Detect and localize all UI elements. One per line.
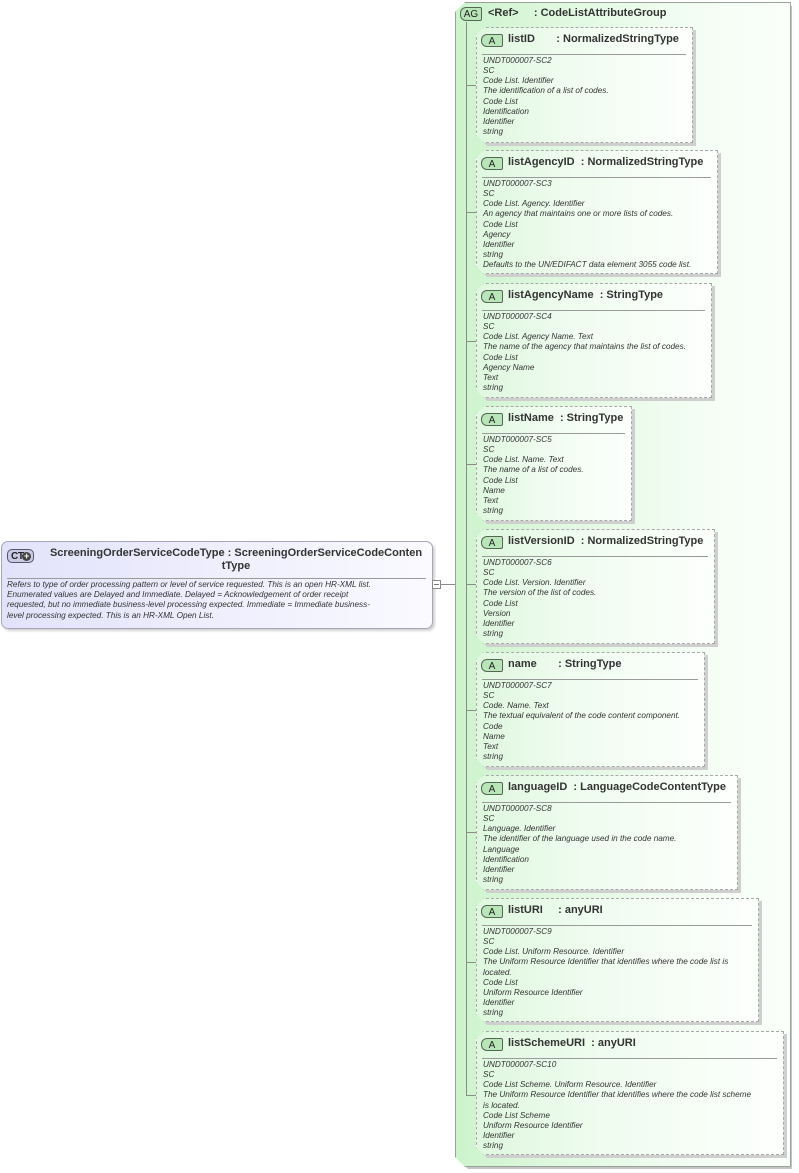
attribute-documentation: UNDT000007-SC9 SC Code List. Uniform Res… bbox=[483, 927, 729, 1018]
attribute-icon: A bbox=[481, 413, 503, 426]
complex-type-documentation: Refers to type of order processing patte… bbox=[7, 580, 371, 620]
tree-connector bbox=[466, 212, 478, 213]
attribute-icon: A bbox=[481, 290, 503, 303]
divider bbox=[482, 54, 686, 55]
tree-connector bbox=[466, 962, 478, 963]
attribute-title: name : StringType bbox=[508, 658, 622, 670]
attribute-name[interactable]: A name : StringType UNDT000007-SC7 SC Co… bbox=[476, 652, 705, 767]
attribute-icon: A bbox=[481, 34, 503, 47]
attribute-title: listSchemeURI : anyURI bbox=[508, 1037, 636, 1049]
tree-connector bbox=[466, 584, 478, 585]
attribute-documentation: UNDT000007-SC7 SC Code. Name. Text The t… bbox=[483, 681, 681, 762]
tree-connector bbox=[466, 341, 478, 342]
attribute-listAgencyName[interactable]: A listAgencyName : StringType UNDT000007… bbox=[476, 283, 712, 398]
tree-connector bbox=[466, 710, 478, 711]
divider bbox=[482, 177, 711, 178]
connector-line bbox=[441, 584, 455, 585]
attribute-documentation: UNDT000007-SC2 SC Code List. Identifier … bbox=[483, 56, 609, 137]
attribute-documentation: UNDT000007-SC4 SC Code List. Agency Name… bbox=[483, 312, 686, 393]
attribute-title: listName : StringType bbox=[508, 412, 624, 424]
attribute-icon: A bbox=[481, 1038, 503, 1051]
attribute-title: listID : NormalizedStringType bbox=[508, 33, 679, 45]
type-separator: : bbox=[227, 547, 232, 559]
complex-type-title: ScreeningOrderServiceCodeType : Screenin… bbox=[42, 547, 430, 573]
attribute-listAgencyID[interactable]: A listAgencyID : NormalizedStringType UN… bbox=[476, 150, 718, 274]
attribute-listName[interactable]: A listName : StringType UNDT000007-SC5 S… bbox=[476, 406, 632, 521]
divider bbox=[482, 433, 625, 434]
attribute-icon: A bbox=[481, 782, 503, 795]
complex-type-name: ScreeningOrderServiceCodeType bbox=[49, 547, 225, 559]
attribute-documentation: UNDT000007-SC5 SC Code List. Name. Text … bbox=[483, 435, 584, 516]
complex-type-base-line1: ScreeningOrderServiceCodeConten bbox=[234, 547, 423, 559]
attribute-group-title: <Ref> : CodeListAttributeGroup bbox=[488, 7, 667, 19]
collapse-toggle-icon[interactable] bbox=[432, 580, 441, 589]
expand-plus-icon: + bbox=[22, 552, 31, 561]
attribute-icon: A bbox=[481, 157, 503, 170]
attribute-documentation: UNDT000007-SC8 SC Language. Identifier T… bbox=[483, 804, 677, 885]
attribute-documentation: UNDT000007-SC3 SC Code List. Agency. Ide… bbox=[483, 179, 692, 270]
complex-type-base-line2: tType bbox=[221, 560, 251, 572]
attribute-group-icon: AG bbox=[460, 7, 482, 21]
divider bbox=[482, 679, 698, 680]
complex-type-header: CT+ ScreeningOrderServiceCodeType : Scre… bbox=[2, 546, 432, 576]
divider bbox=[482, 556, 708, 557]
attribute-title: listVersionID : NormalizedStringType bbox=[508, 535, 704, 547]
divider bbox=[482, 1058, 777, 1059]
divider bbox=[482, 310, 705, 311]
attribute-title: listAgencyID : NormalizedStringType bbox=[508, 156, 704, 168]
attribute-title: languageID : LanguageCodeContentType bbox=[508, 781, 726, 793]
complex-type-node[interactable]: CT+ ScreeningOrderServiceCodeType : Scre… bbox=[1, 541, 433, 629]
attribute-languageID[interactable]: A languageID : LanguageCodeContentType U… bbox=[476, 775, 738, 890]
attribute-listVersionID[interactable]: A listVersionID : NormalizedStringType U… bbox=[476, 529, 715, 644]
divider bbox=[482, 802, 731, 803]
attribute-listURI[interactable]: A listURI : anyURI UNDT000007-SC9 SC Cod… bbox=[476, 898, 759, 1022]
attribute-title: listURI : anyURI bbox=[508, 904, 603, 916]
tree-connector bbox=[466, 832, 478, 833]
attribute-documentation: UNDT000007-SC6 SC Code List. Version. Id… bbox=[483, 558, 597, 639]
divider bbox=[482, 925, 752, 926]
attribute-icon: A bbox=[481, 905, 503, 918]
complex-type-icon: CT+ bbox=[7, 549, 34, 563]
tree-connector-vertical bbox=[466, 22, 467, 1095]
tree-connector bbox=[466, 85, 478, 86]
attribute-icon: A bbox=[481, 536, 503, 549]
attribute-listSchemeURI[interactable]: A listSchemeURI : anyURI UNDT000007-SC10… bbox=[476, 1031, 784, 1155]
attribute-documentation: UNDT000007-SC10 SC Code List Scheme. Uni… bbox=[483, 1060, 752, 1151]
divider bbox=[7, 578, 426, 579]
tree-connector bbox=[466, 1095, 478, 1096]
attribute-title: listAgencyName : StringType bbox=[508, 289, 664, 301]
attribute-icon: A bbox=[481, 659, 503, 672]
attribute-listID[interactable]: A listID : NormalizedStringType UNDT0000… bbox=[476, 27, 693, 143]
tree-connector bbox=[466, 464, 478, 465]
